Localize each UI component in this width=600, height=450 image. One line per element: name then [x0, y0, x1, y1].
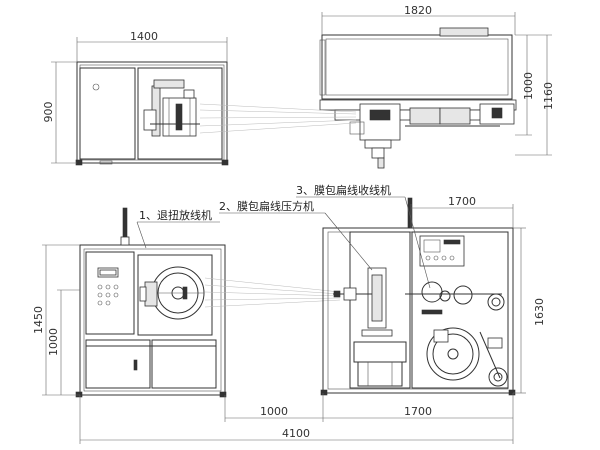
- bottom-right-dimensions: 1700 1630: [410, 195, 546, 394]
- label-press: 2、膜包扁线压方机: [219, 199, 314, 213]
- top-projection-lines: [199, 103, 357, 134]
- top-left-view: 1400 900: [42, 30, 229, 166]
- dim-unwinder-height-inner: 1000: [47, 328, 60, 356]
- dim-overall-width: 4100: [282, 427, 310, 440]
- dim-takeup-height: 1630: [533, 298, 546, 326]
- press-takeup-view: [320, 197, 516, 396]
- dim-top-right-height-outer: 1160: [542, 82, 555, 110]
- dim-unwinder-height-outer: 1450: [32, 306, 45, 334]
- label-unwinder-group: 1、退扭放线机: [136, 208, 220, 249]
- dim-top-right-width: 1820: [404, 4, 432, 17]
- dim-top-left-height: 900: [42, 102, 55, 123]
- label-unwinder: 1、退扭放线机: [139, 208, 212, 222]
- dim-gap-width: 1000: [260, 405, 288, 418]
- label-takeup: 3、膜包扁线收线机: [296, 183, 391, 197]
- label-takeup-group: 3、膜包扁线收线机: [296, 183, 431, 289]
- label-press-group: 2、膜包扁线压方机: [219, 199, 373, 271]
- unwinder-view: 1450 1000: [32, 207, 227, 398]
- top-right-view: 1820 1000 1160: [319, 4, 555, 169]
- dim-takeup-width-top: 1700: [448, 195, 476, 208]
- overall-dimensions: 1000 1700 4100: [79, 393, 514, 444]
- bottom-projection-lines: [204, 277, 341, 308]
- dim-top-right-height-inner: 1000: [522, 72, 535, 100]
- dim-takeup-width-bottom: 1700: [404, 405, 432, 418]
- dim-top-left-width: 1400: [130, 30, 158, 43]
